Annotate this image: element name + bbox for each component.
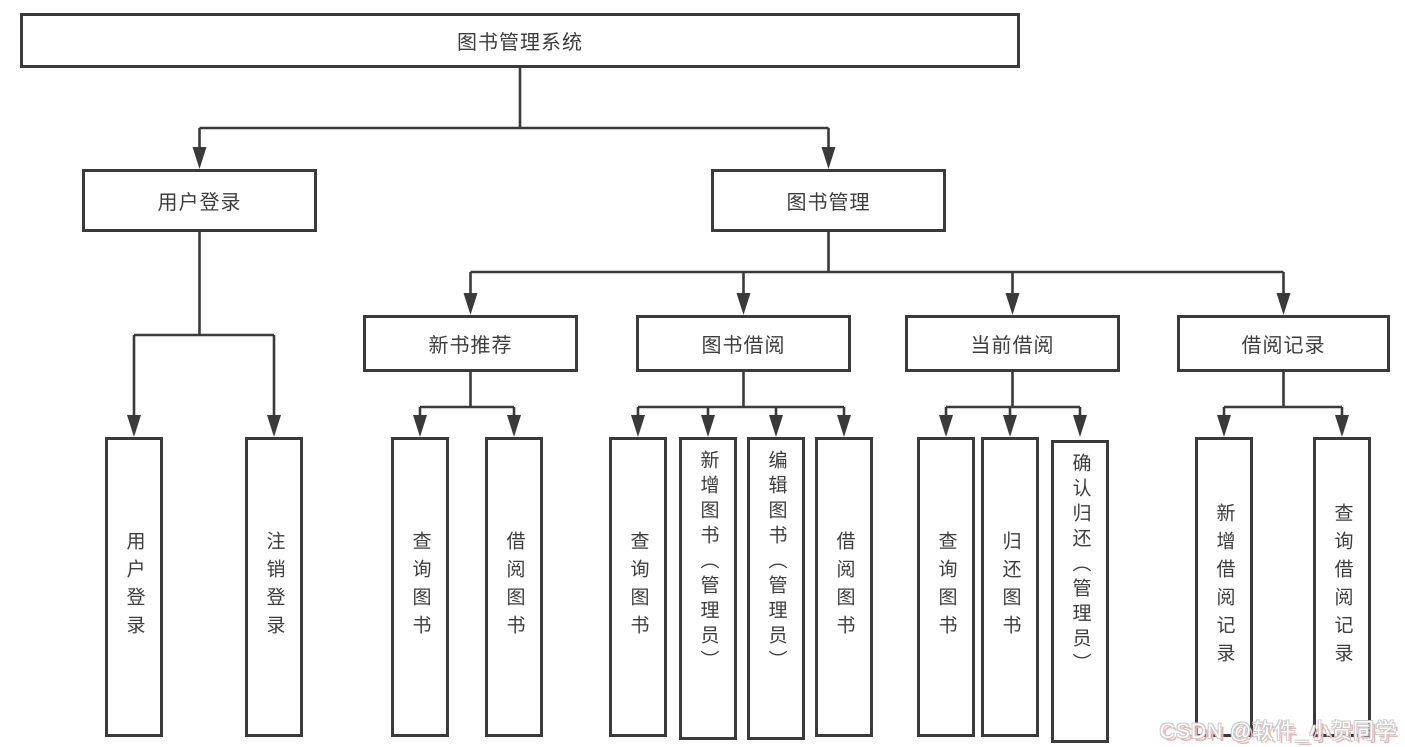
- node-current-borrow: 当前借阅: [905, 315, 1120, 372]
- leaf-query-borrow-record: 查询借阅记录: [1313, 437, 1371, 737]
- node-new-book-recommend: 新书推荐: [363, 315, 578, 372]
- leaf-query-book-current: 查询图书: [917, 437, 975, 737]
- arrowhead-icons: [127, 147, 1349, 437]
- leaf-add-book-admin: 新增图书（管理员）: [679, 437, 737, 740]
- leaf-return-book: 归还图书: [981, 437, 1039, 737]
- leaf-borrow-book-recommend: 借阅图书: [485, 437, 543, 737]
- csdn-watermark: CSDN @软件_小贺同学: [1159, 720, 1397, 743]
- leaf-confirm-return-admin: 确认归还（管理员）: [1051, 440, 1109, 743]
- leaf-add-borrow-record: 新增借阅记录: [1195, 437, 1253, 737]
- leaf-edit-book-admin: 编辑图书（管理员）: [747, 437, 805, 740]
- leaf-logout: 注销登录: [245, 437, 303, 737]
- node-user-login: 用户登录: [82, 169, 317, 232]
- node-book-borrow: 图书借阅: [636, 315, 851, 372]
- leaf-user-login: 用户登录: [105, 437, 163, 737]
- node-borrow-records: 借阅记录: [1177, 315, 1390, 372]
- node-root-library-system: 图书管理系统: [20, 13, 1020, 68]
- node-book-management: 图书管理: [711, 169, 946, 232]
- leaf-query-book-recommend: 查询图书: [391, 437, 449, 737]
- leaf-query-book-borrow: 查询图书: [609, 437, 667, 737]
- leaf-borrow-book: 借阅图书: [815, 437, 873, 737]
